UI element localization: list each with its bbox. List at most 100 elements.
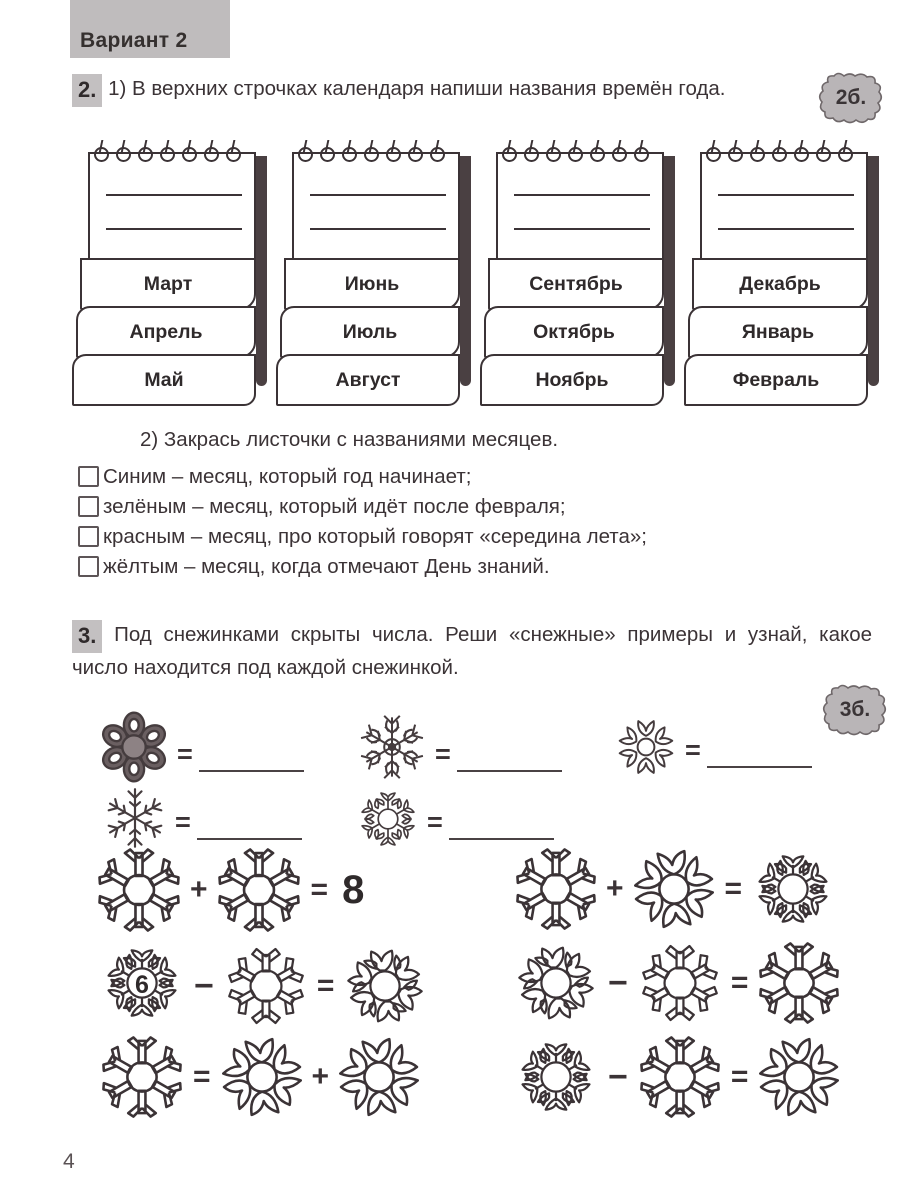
- calendar-shadow: [460, 156, 471, 386]
- checkbox-blue[interactable]: [78, 466, 99, 487]
- write-line-season-2[interactable]: [718, 228, 854, 230]
- operator-plus: +: [190, 873, 208, 906]
- snowflake-dense-icon: [343, 948, 428, 1023]
- calendar-autumn: Сентябрь Октябрь Ноябрь: [480, 138, 675, 406]
- month-sheet[interactable]: Июнь: [284, 258, 460, 310]
- snowflake-star-icon: [99, 1036, 185, 1118]
- operator-minus: −: [194, 966, 214, 1005]
- equation-row-2: 6 − =: [95, 940, 895, 1032]
- spiral-ring: [728, 140, 744, 162]
- spiral-ring: [568, 140, 584, 162]
- task-3-instruction: 3. Под снежинками скрыты числа. Реши «сн…: [72, 620, 872, 683]
- checkbox-green[interactable]: [78, 496, 99, 517]
- list-item[interactable]: жёлтым – месяц, когда отмечают День знан…: [78, 552, 868, 581]
- spiral-ring: [320, 140, 336, 162]
- answer-blank-5[interactable]: [448, 838, 554, 840]
- spiral-ring: [634, 140, 650, 162]
- month-sheet[interactable]: Февраль: [684, 354, 868, 406]
- answer-blank-3[interactable]: [706, 766, 812, 768]
- task-2-instruction: 2. 1) В верхних строчках календаря напиш…: [72, 74, 792, 107]
- spiral-ring: [838, 140, 854, 162]
- month-sheet[interactable]: Октябрь: [484, 306, 664, 358]
- calendar-shadow: [868, 156, 879, 386]
- answer-row-dense: =: [95, 708, 304, 786]
- equation-2-left: 6 − =: [99, 940, 428, 1031]
- snowflake-petal-icon: [631, 849, 716, 929]
- calendar-shadow: [256, 156, 267, 386]
- operator-minus: −: [608, 964, 628, 1002]
- calendar-shadow: [664, 156, 675, 386]
- list-item[interactable]: Синим – месяц, который год начинает;: [78, 462, 868, 491]
- snowflake-dense-icon: [514, 946, 598, 1020]
- spiral-ring: [138, 140, 154, 162]
- calendar-top-panel: [496, 152, 664, 264]
- calendar-top-panel: [88, 152, 256, 264]
- answer-blank-4[interactable]: [196, 838, 302, 840]
- month-sheet[interactable]: Июль: [280, 306, 460, 358]
- points-badge-task3: 3б.: [822, 684, 888, 736]
- spiral-ring: [226, 140, 242, 162]
- month-sheet[interactable]: Сентябрь: [488, 258, 664, 310]
- list-item-label: Синим – месяц, который год начинает;: [103, 464, 472, 488]
- snowflake-with-answer[interactable]: 6: [99, 940, 185, 1031]
- equals-sign: =: [193, 1060, 211, 1093]
- write-line-season-1[interactable]: [718, 194, 854, 196]
- list-item[interactable]: красным – месяц, про который говорят «се…: [78, 522, 868, 551]
- snowflake-feather-icon: [225, 947, 306, 1024]
- answer-row-leafy: =: [353, 784, 554, 854]
- month-sheet[interactable]: Декабрь: [692, 258, 868, 310]
- write-line-season-2[interactable]: [310, 228, 446, 230]
- calendar-winter: Декабрь Январь Февраль: [684, 138, 879, 406]
- variant-band: [70, 0, 230, 58]
- month-sheet[interactable]: Март: [80, 258, 256, 310]
- snowflake-leafy-icon: [754, 855, 832, 923]
- answer-row-petal: =: [611, 712, 812, 782]
- task-3-number: 3.: [72, 620, 103, 653]
- spiral-ring: [816, 140, 832, 162]
- equals-sign: =: [730, 1060, 749, 1093]
- answer-blank-2[interactable]: [456, 770, 562, 772]
- equals-sign: =: [175, 807, 191, 837]
- equals-sign: =: [310, 873, 329, 906]
- calendar-top-panel: [700, 152, 868, 264]
- spiral-ring: [298, 140, 314, 162]
- equation-3-right: − =: [513, 1034, 842, 1120]
- spiral-ring: [364, 140, 380, 162]
- points-badge-task2: 2б.: [818, 72, 884, 124]
- snowflake-star-icon: [215, 848, 302, 932]
- equals-sign: =: [177, 739, 193, 769]
- checkbox-yellow[interactable]: [78, 556, 99, 577]
- month-sheet[interactable]: Май: [72, 354, 256, 406]
- month-sheet[interactable]: Ноябрь: [480, 354, 664, 406]
- snowflake-feather-icon: [639, 944, 720, 1022]
- month-sheet[interactable]: Апрель: [76, 306, 256, 358]
- answer-blank-1[interactable]: [198, 770, 304, 772]
- calendars-group: Март Апрель Май Июнь Июль Август: [72, 138, 880, 406]
- write-line-season-2[interactable]: [514, 228, 650, 230]
- spiral-ring: [546, 140, 562, 162]
- points-badge-task3-label: 3б.: [839, 698, 871, 721]
- equals-sign: =: [435, 739, 451, 769]
- write-line-season-1[interactable]: [310, 194, 446, 196]
- spiral-ring: [160, 140, 176, 162]
- write-line-season-2[interactable]: [106, 228, 242, 230]
- snowflake-leafy-icon: [103, 949, 181, 1017]
- month-sheet[interactable]: Январь: [688, 306, 868, 358]
- spiral-ring: [706, 140, 722, 162]
- equation-2-right: − =: [513, 940, 842, 1026]
- list-item[interactable]: зелёным – месяц, который идёт после февр…: [78, 492, 868, 521]
- checkbox-red[interactable]: [78, 526, 99, 547]
- write-line-season-1[interactable]: [106, 194, 242, 196]
- list-item-label: зелёным – месяц, который идёт после февр…: [103, 494, 566, 518]
- equals-sign: =: [316, 968, 335, 1002]
- spiral-ring: [590, 140, 606, 162]
- equation-1-right: + =: [513, 846, 836, 932]
- month-sheet[interactable]: Август: [276, 354, 460, 406]
- write-line-season-1[interactable]: [514, 194, 650, 196]
- variant-title: Вариант 2: [80, 29, 188, 52]
- snowflake-star-icon: [756, 942, 842, 1024]
- spiral-ring: [794, 140, 810, 162]
- snowflake-leafy-icon: [358, 792, 418, 846]
- spiral-ring: [408, 140, 424, 162]
